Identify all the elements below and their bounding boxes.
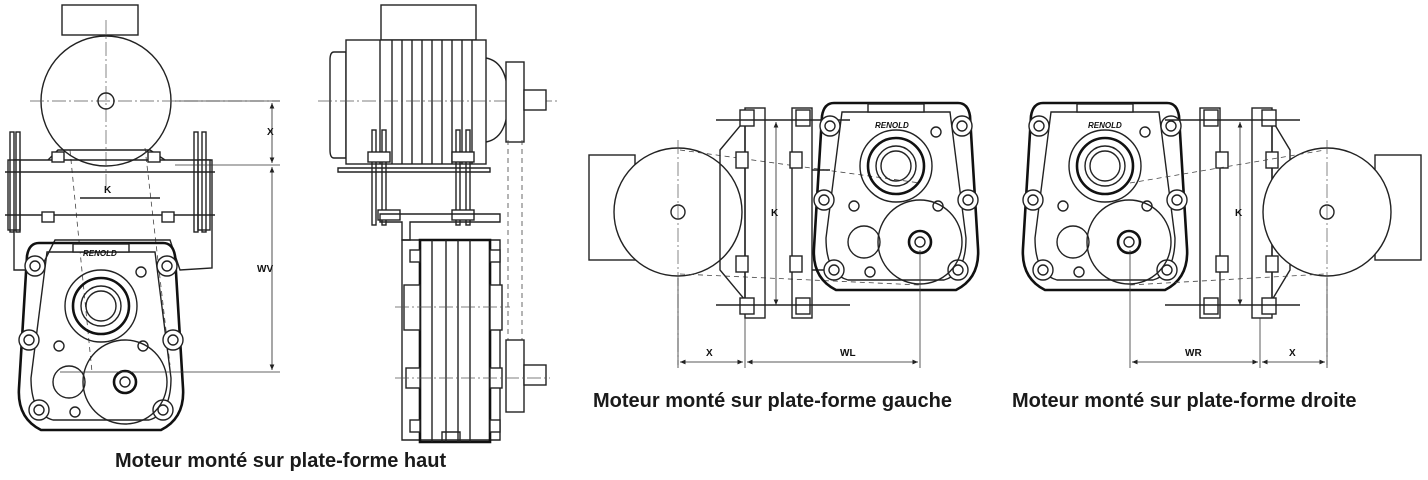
top-mount-side-view — [318, 4, 560, 444]
dim-x-right: X — [1289, 348, 1296, 359]
dim-k-left: K — [771, 208, 779, 219]
brand-label: RENOLD — [83, 249, 117, 258]
dim-x-top: X — [267, 127, 274, 138]
brand-label-left: RENOLD — [875, 121, 909, 130]
dim-k-right: K — [1235, 208, 1243, 219]
caption-left-mount: Moteur monté sur plate-forme gauche — [593, 390, 952, 412]
left-mount-view: K RENOLD X WL — [588, 101, 980, 368]
dim-x-left: X — [706, 348, 713, 359]
dim-wv: WV — [257, 264, 273, 275]
dim-wl: WL — [840, 348, 856, 359]
right-mount-view: RENOLD K WR X — [1021, 101, 1422, 368]
dim-k-top: K — [104, 185, 112, 196]
caption-top-mount: Moteur monté sur plate-forme haut — [115, 450, 447, 472]
top-mount-front-view: RENOLD X WV K — [5, 4, 280, 432]
dim-wr: WR — [1185, 348, 1202, 359]
brand-label-right: RENOLD — [1088, 121, 1122, 130]
caption-right-mount: Moteur monté sur plate-forme droite — [1012, 390, 1357, 412]
